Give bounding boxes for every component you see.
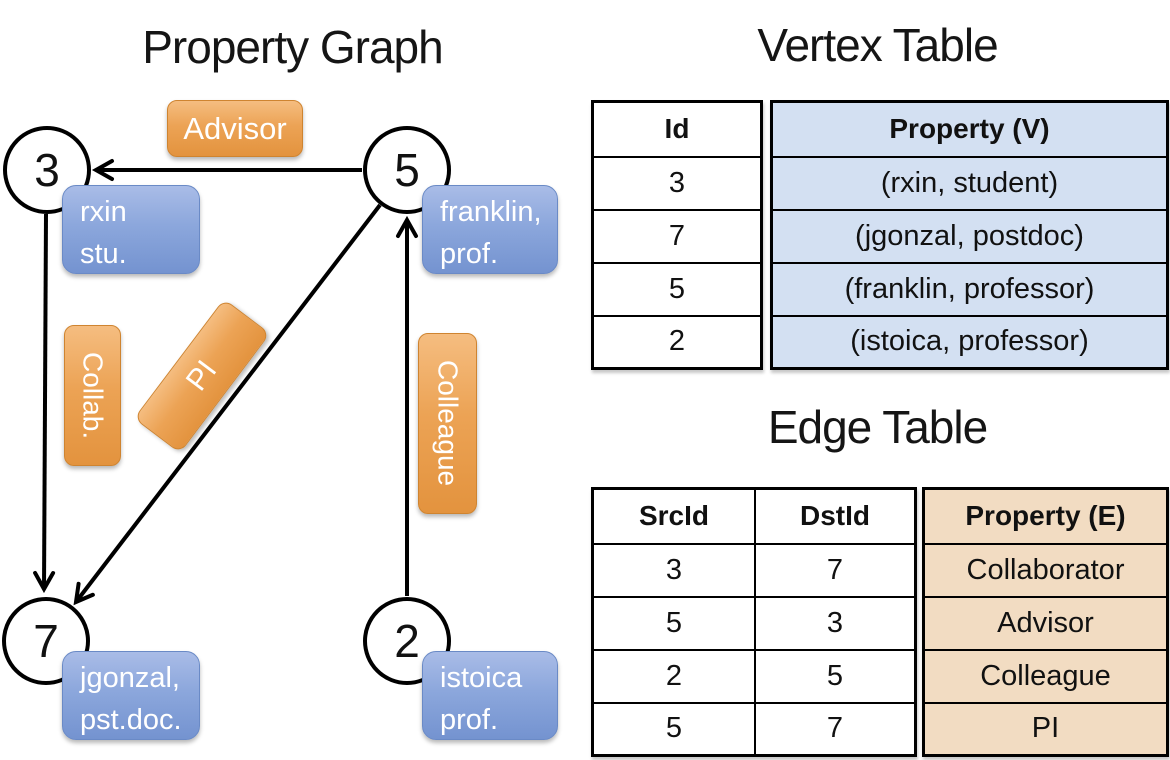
vertex-property-line: stu. (80, 238, 127, 270)
vertex-property-line: franklin, (440, 196, 542, 228)
vertex-property-line: istoica (440, 662, 523, 694)
table-cell: 3 (591, 155, 763, 211)
table-cell: 5 (754, 648, 917, 704)
node-id-label: 3 (34, 144, 60, 196)
node-id-label: 7 (33, 615, 59, 667)
vertex-property-line: pst.doc. (80, 704, 182, 736)
node-id-label: 2 (394, 615, 420, 667)
vertex-property-line: rxin (80, 196, 127, 228)
table-cell: 5 (591, 261, 763, 317)
table-cell: PI (922, 701, 1169, 757)
column-header-dstid: DstId (754, 487, 917, 545)
edge-label-pi: PI (133, 298, 271, 454)
table-cell: 3 (754, 595, 917, 651)
property-graph-title: Property Graph (142, 21, 443, 73)
graph-node-3: 3 (3, 126, 91, 214)
table-cell: 5 (591, 595, 756, 651)
vertex-property-table: Property (V) (rxin, student) (jgonzal, p… (770, 100, 1169, 370)
vertex-id-table: Id 3 7 5 2 (591, 100, 763, 370)
table-cell: 3 (591, 542, 756, 598)
table-cell: Advisor (922, 595, 1169, 651)
edge-table-title: Edge Table (767, 401, 988, 453)
table-cell: (jgonzal, postdoc) (770, 208, 1169, 264)
table-cell: 7 (754, 542, 917, 598)
vertex-property-box-jgonzal: jgonzal, pst.doc. (62, 651, 200, 740)
graph-node-5: 5 (363, 126, 451, 214)
edge-label-advisor: Advisor (167, 100, 303, 157)
column-header-property-v: Property (V) (770, 100, 1169, 158)
vertex-property-line: prof. (440, 704, 499, 736)
vertex-property-box-istoica: istoica prof. (422, 651, 558, 740)
table-cell: (rxin, student) (770, 155, 1169, 211)
edge-line-collab-3-7 (33, 213, 56, 594)
vertex-property-box-rxin: rxin stu. (62, 185, 200, 274)
table-cell: 2 (591, 648, 756, 704)
vertex-property-line: prof. (440, 238, 499, 270)
column-header-property-e: Property (E) (922, 487, 1169, 545)
table-cell: Collaborator (922, 542, 1169, 598)
table-cell: 7 (754, 701, 917, 757)
node-id-label: 5 (394, 144, 420, 196)
table-cell: 5 (591, 701, 756, 757)
vertex-property-line: jgonzal, (80, 662, 180, 694)
edge-src-dst-table: SrcId DstId 3 7 5 3 2 5 5 7 (591, 487, 917, 757)
table-cell: (istoica, professor) (770, 314, 1169, 370)
edge-label-collab: Collab. (64, 325, 121, 466)
table-cell: 7 (591, 208, 763, 264)
column-header-srcid: SrcId (591, 487, 756, 545)
column-header-id: Id (591, 100, 763, 158)
table-cell: (franklin, professor) (770, 261, 1169, 317)
vertex-table-title: Vertex Table (757, 19, 998, 71)
edge-label-colleague: Colleague (418, 333, 477, 514)
table-cell: 2 (591, 314, 763, 370)
table-cell: Colleague (922, 648, 1169, 704)
vertex-property-box-franklin: franklin, prof. (422, 185, 558, 274)
edge-property-table: Property (E) Collaborator Advisor Collea… (922, 487, 1169, 757)
